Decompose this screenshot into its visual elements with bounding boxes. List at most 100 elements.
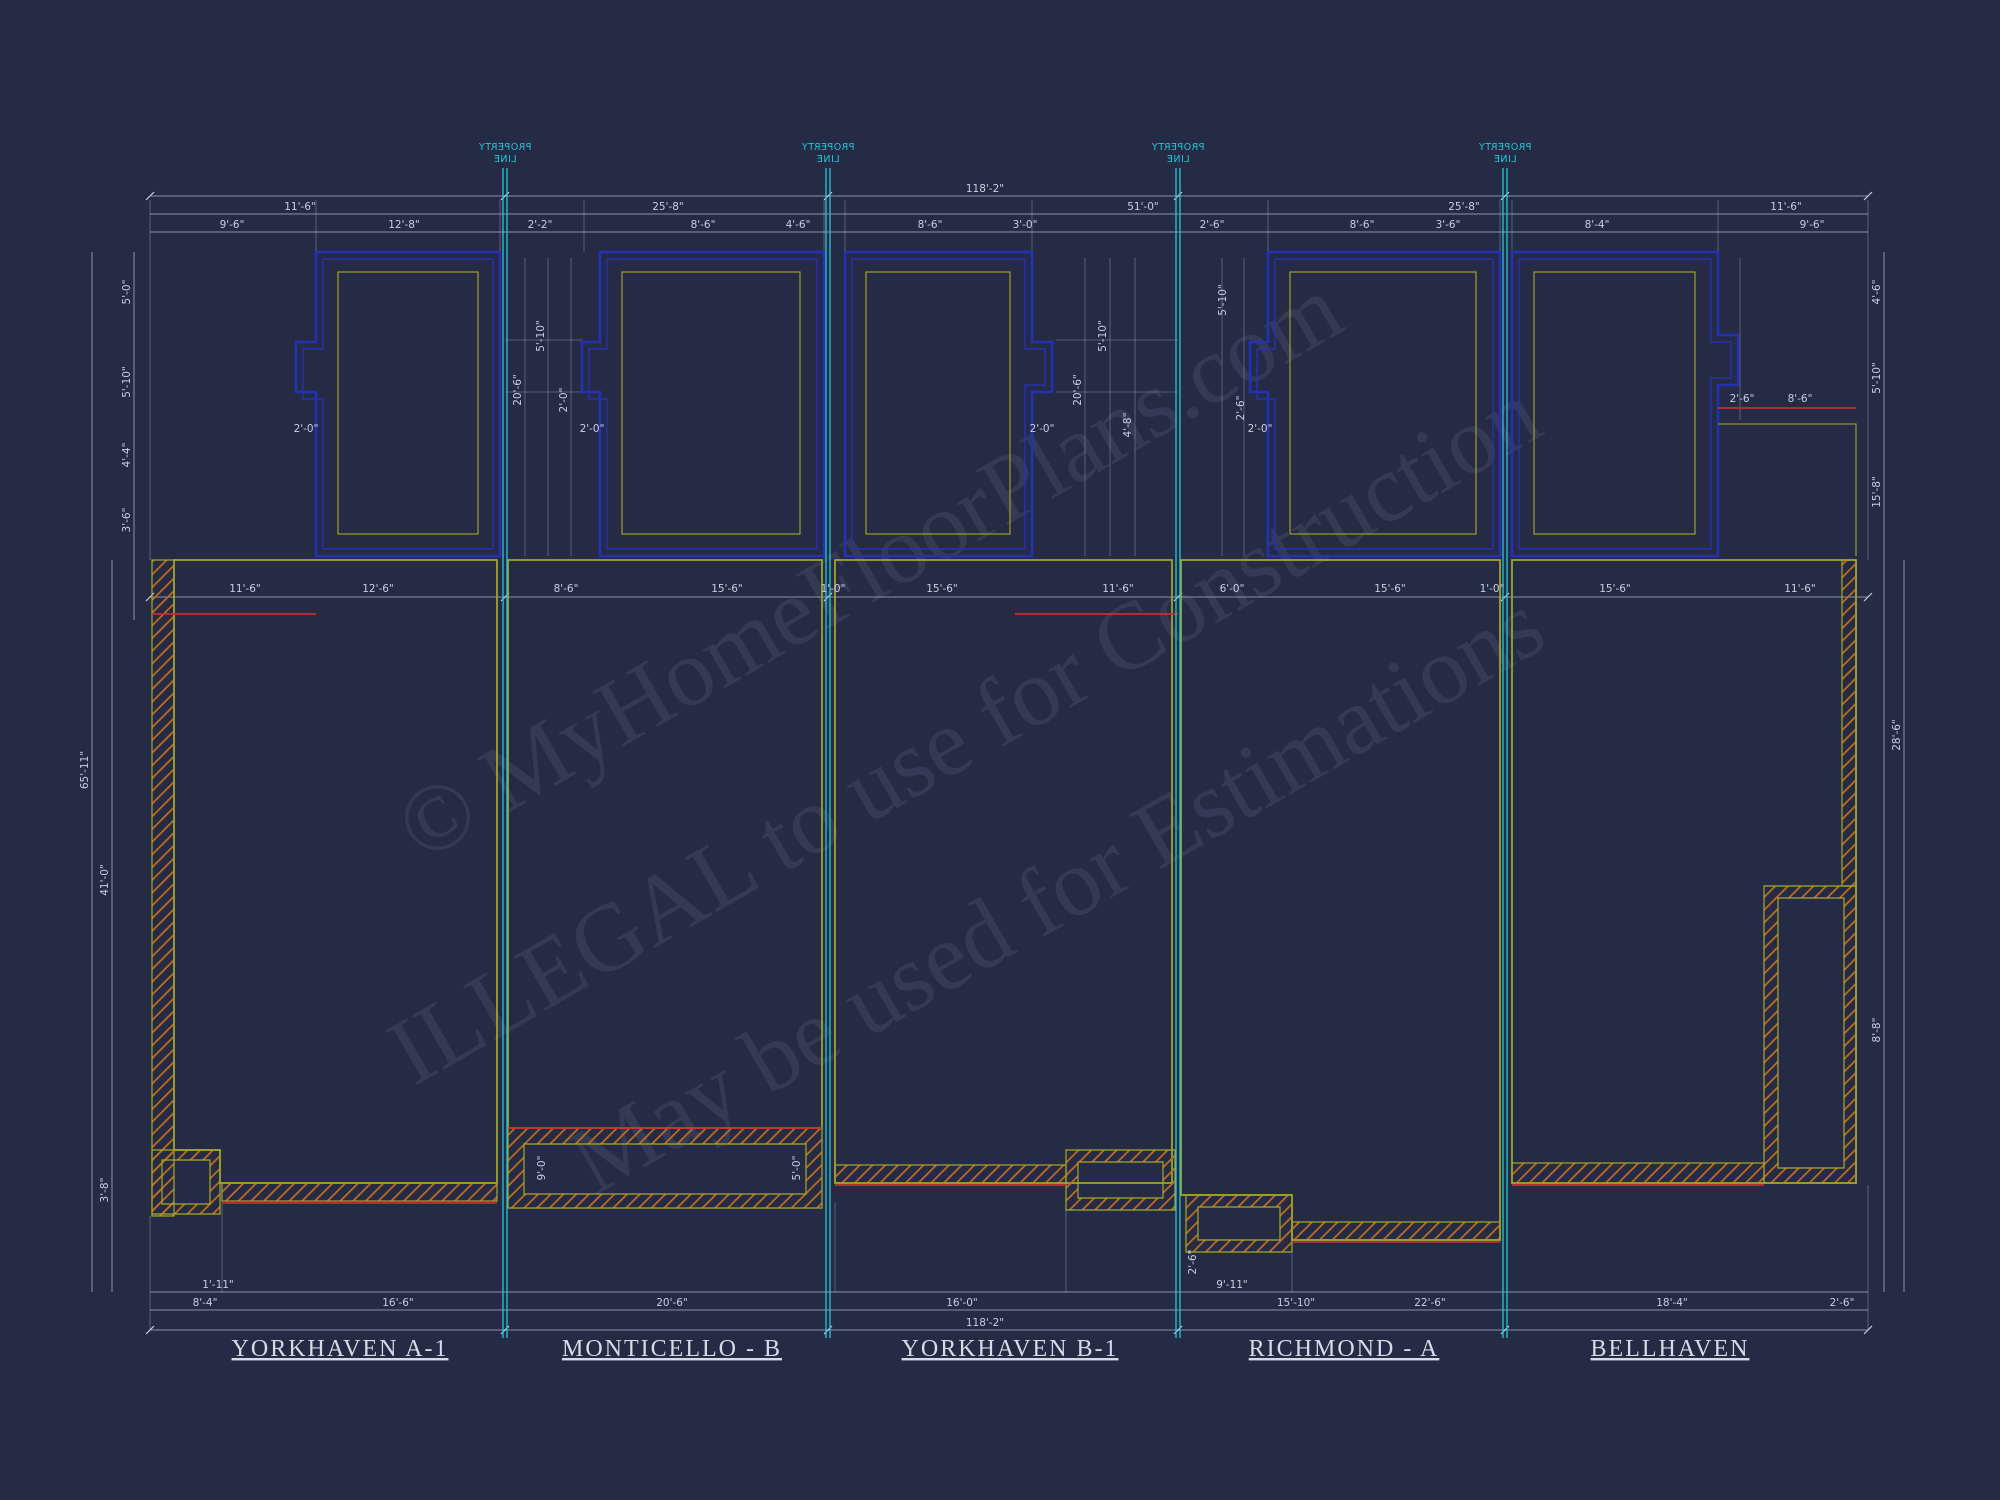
dimension-label: 8'-6" [1350, 219, 1375, 231]
property-line: PROPERTY LINE [478, 142, 532, 1338]
dimension-label: 8'-4" [1585, 219, 1610, 231]
dimension-label: 5'-10" [1097, 320, 1109, 352]
dimension-label: 12'-8" [388, 219, 420, 231]
upper-room-outline [621, 271, 801, 535]
extension-lines [149, 200, 1869, 1330]
dimension-label: 2'-6" [1730, 393, 1755, 405]
dimension-label: 28'-6" [1891, 719, 1903, 751]
dimension-label: 8'-6" [691, 219, 716, 231]
dimension-label: 11'-6" [1784, 583, 1816, 595]
upper-room-outline [337, 271, 479, 535]
dimension-label: 8'-6" [918, 219, 943, 231]
dimension-label: 2'-6" [1187, 1250, 1199, 1275]
dimension-label: 16'-0" [946, 1297, 978, 1309]
dimension-label: 2'-0" [580, 423, 605, 435]
watermark: © MyHomeFloorPlans.com ILLEGAL to use fo… [371, 253, 1561, 1214]
dimension-label: 8'-6" [1788, 393, 1813, 405]
dimension-label: 1'-11" [202, 1279, 234, 1291]
dimension-label: 9'-6" [220, 219, 245, 231]
dimension-label: 4'-8" [1122, 413, 1134, 438]
property-line-label: PROPERTY [1478, 142, 1531, 153]
dimension-label: 25'-8" [1448, 201, 1480, 213]
property-line: PROPERTY LINE [1478, 142, 1532, 1338]
dimension-label: 20'-6" [1072, 374, 1084, 406]
upper-floor-inner-outline [851, 258, 1046, 550]
dimension-framework [91, 195, 1905, 1331]
upper-floor-outline [1510, 250, 1740, 558]
dimension-label: 8'-4" [193, 1297, 218, 1309]
dimension-label: 15'-6" [926, 583, 958, 595]
unit-plan-richmond-a [1180, 250, 1502, 1253]
dimension-label: 9'-6" [1800, 219, 1825, 231]
unit-plan-yorkhaven-b1 [834, 250, 1178, 1211]
dimension-label: 6'-0" [1220, 583, 1245, 595]
dimension-label: 41'-0" [99, 864, 111, 896]
dimension-label: 3'-0" [1013, 219, 1038, 231]
dimension-label: 5'-10" [535, 320, 547, 352]
unit-label-yorkhaven-a1: YORKHAVEN A-1 [232, 1336, 449, 1362]
dimension-label: 118'-2" [966, 1317, 1004, 1329]
unit-label-richmond-a: RICHMOND - A [1249, 1336, 1440, 1362]
dimension-label: 2'-6" [1200, 219, 1225, 231]
dimension-label: 5'-10" [1217, 284, 1229, 316]
dimension-label: 2'-6" [1235, 396, 1247, 421]
upper-room-outline [1533, 271, 1696, 535]
upper-floor-inner-outline [588, 258, 818, 550]
dimension-label: 3'-6" [121, 508, 133, 533]
main-floor-outline [1511, 559, 1857, 1184]
dimension-label: 3'-8" [99, 1178, 111, 1203]
dimension-labels: 118'-2" 11'-6" 25'-8" 51'-0" 25'-8" 11'-6" 9'-… [79, 183, 1903, 1329]
property-line-label: LINE [493, 154, 516, 165]
unit-label-monticello-b: MONTICELLO - B [562, 1336, 782, 1362]
dimension-label: 22'-6" [1414, 1297, 1446, 1309]
dimension-label: 20'-6" [512, 374, 524, 406]
upper-floor-inner-outline [1518, 258, 1732, 550]
dimension-label: 5'-0" [791, 1156, 803, 1181]
unit-plan-monticello-b [507, 250, 826, 1209]
dimension-label: 8'-8" [1871, 1018, 1883, 1043]
dimension-label: 9'-0" [536, 1156, 548, 1181]
upper-floor-inner-outline [1256, 258, 1494, 550]
dimension-label: 4'-6" [1871, 280, 1883, 305]
upper-floor-outline [580, 250, 826, 558]
dimension-label: 2'-0" [1030, 423, 1055, 435]
property-line-label: PROPERTY [801, 142, 854, 153]
property-line-label: PROPERTY [478, 142, 531, 153]
stoop-hatch [151, 1149, 221, 1215]
dimension-label: 4'-4" [121, 443, 133, 468]
left-wall-hatch [151, 559, 175, 1217]
dimension-label: 11'-6" [1770, 201, 1802, 213]
dimension-label: 25'-8" [652, 201, 684, 213]
property-line-label: LINE [816, 154, 839, 165]
property-line: PROPERTY LINE [801, 142, 855, 1338]
dimension-label: 9'-11" [1216, 1279, 1248, 1291]
dimension-label: 8'-6" [554, 583, 579, 595]
bottom-wall-hatch [1291, 1221, 1501, 1241]
porch-hatch [1763, 885, 1857, 1184]
garage-outline [1718, 423, 1857, 556]
dimension-label: 11'-6" [229, 583, 261, 595]
dimension-label: 11'-6" [1102, 583, 1134, 595]
upper-room-outline [1289, 271, 1477, 535]
unit-plan-yorkhaven-a1 [151, 250, 502, 1217]
upper-floor-outline [843, 250, 1054, 558]
upper-floor-outline [294, 250, 502, 558]
dimension-label: 20'-6" [656, 1297, 688, 1309]
dimension-label: 2'-2" [528, 219, 553, 231]
property-line-label: PROPERTY [1151, 142, 1204, 153]
property-lines: PROPERTY LINE PROPERTY LINE PROPERTY LIN… [478, 142, 1532, 1338]
right-wall-hatch [1841, 559, 1857, 887]
upper-floor-outline [1248, 250, 1502, 558]
dimension-label: 2'-0" [1248, 423, 1273, 435]
upper-room-outline [865, 271, 1011, 535]
bottom-wall-hatch [834, 1164, 1067, 1184]
stoop-hatch [1185, 1194, 1293, 1253]
dimension-label: 1'-0" [1480, 583, 1505, 595]
property-line: PROPERTY LINE [1151, 142, 1205, 1338]
dimension-label: 51'-0" [1127, 201, 1159, 213]
unit-labels: YORKHAVEN A-1 MONTICELLO - B YORKHAVEN B… [232, 1336, 1748, 1362]
dimension-label: 16'-6" [382, 1297, 414, 1309]
dimension-label: 1'-0" [821, 583, 846, 595]
dimension-label: 5'-10" [1871, 362, 1883, 394]
